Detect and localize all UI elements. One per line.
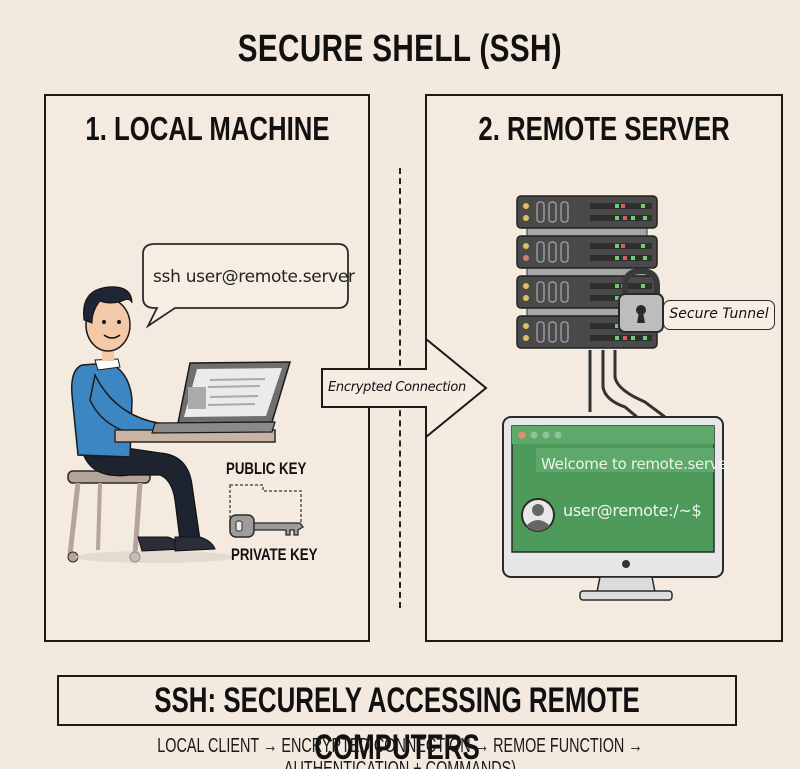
arrow-right-icon bbox=[321, 336, 488, 440]
key-icon bbox=[229, 514, 304, 538]
flow-caption: LOCAL CLIENT → ENCRYPTED CONNECTION → RE… bbox=[0, 735, 800, 769]
padlock-icon bbox=[618, 267, 664, 333]
person-at-laptop-icon bbox=[67, 286, 292, 563]
monitor-icon bbox=[502, 416, 724, 601]
summary-banner: SSH: SECURELY ACCESSING REMOTE COMPUTERS bbox=[57, 675, 737, 767]
server-unit bbox=[516, 235, 658, 269]
flow-caption-text: LOCAL CLIENT → ENCRYPTED CONNECTION → RE… bbox=[157, 735, 643, 769]
local-panel-title: 1. LOCAL MACHINE bbox=[84, 110, 330, 147]
private-key-label: PRIVATE KEY bbox=[231, 545, 342, 565]
terminal-prompt-text: user@remote:/~$ bbox=[563, 501, 702, 520]
server-unit bbox=[516, 195, 658, 229]
remote-panel-heading: 2. REMOTE SERVER bbox=[427, 110, 781, 148]
diagram-title: SECURE SHELL (SSH) bbox=[0, 28, 800, 71]
summary-heading: SSH: SECURELY ACCESSING REMOTE COMPUTERS bbox=[154, 681, 640, 767]
laptop-icon bbox=[151, 361, 292, 434]
diagram-title-text: SECURE SHELL (SSH) bbox=[237, 28, 563, 70]
secure-tunnel-label: Secure Tunnel bbox=[663, 300, 775, 330]
public-key-label: PUBLIC KEY bbox=[226, 459, 329, 479]
user-avatar-icon bbox=[521, 498, 555, 532]
private-key-text: PRIVATE KEY bbox=[231, 545, 318, 564]
remote-panel-title: 2. REMOTE SERVER bbox=[478, 110, 730, 147]
encrypted-connection-label: Encrypted Connection bbox=[328, 380, 466, 395]
ssh-command-text: ssh user@remote.server bbox=[153, 267, 355, 287]
public-key-text: PUBLIC KEY bbox=[226, 459, 307, 478]
terminal-welcome-text: Welcome to remote.server bbox=[541, 455, 734, 473]
local-panel-heading: 1. LOCAL MACHINE bbox=[46, 110, 368, 148]
